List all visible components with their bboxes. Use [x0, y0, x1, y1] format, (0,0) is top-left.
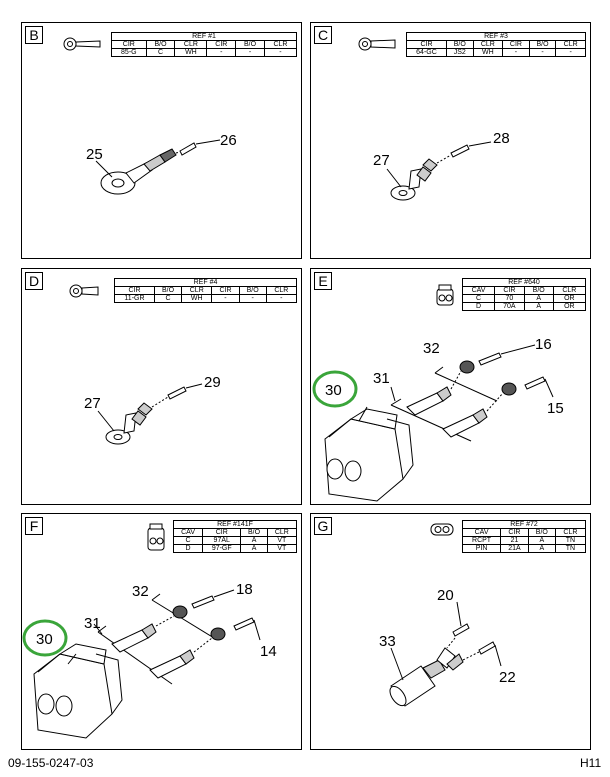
- table-cell: WH: [174, 48, 208, 57]
- ref-table: REF #72 CAV CIR B/O CLR RCPT 21 A TN PIN…: [461, 520, 587, 553]
- table-cell: D: [461, 302, 496, 311]
- callout-33: 33: [379, 633, 396, 650]
- table-cell: -: [555, 48, 586, 57]
- sheet-id: H11: [580, 756, 602, 770]
- ring-terminal-diagram: 25 26: [86, 132, 237, 195]
- table-cell: A: [240, 544, 268, 553]
- callout-30: 30: [325, 382, 342, 399]
- callout-29: 29: [204, 374, 221, 391]
- callout-14: 14: [260, 643, 277, 660]
- table-cell: -: [265, 294, 298, 303]
- table-cell: -: [211, 294, 240, 303]
- panel-letter: B: [25, 26, 43, 44]
- ref-table: REF #4 CIR B/O CLR CIR B/O CLR 11-GR C W…: [114, 278, 298, 303]
- panel-d: D REF #4 CIR B/O CLR CIR B/O CLR 11-GR C…: [21, 268, 302, 505]
- callout-27: 27: [84, 395, 101, 412]
- table-cell: TN: [554, 544, 587, 553]
- callout-32: 32: [423, 340, 440, 357]
- panel-letter: D: [25, 272, 43, 290]
- ring-terminal-icon: [69, 284, 99, 298]
- panel-letter: C: [314, 26, 332, 44]
- callout-31: 31: [84, 615, 101, 632]
- table-cell: 64-GC: [406, 48, 447, 57]
- panel-letter: G: [314, 517, 332, 535]
- callout-30: 30: [36, 631, 53, 648]
- highlight-circle: [22, 619, 68, 657]
- panel-g: G REF #72 CAV CIR B/O CLR RCPT 21 A TN P…: [310, 513, 591, 750]
- callout-25: 25: [86, 146, 103, 163]
- table-cell: WH: [472, 48, 504, 57]
- callout-22: 22: [499, 669, 516, 686]
- ref-table: REF #141F CAV CIR B/O CLR C 97AL A VT D …: [172, 520, 298, 553]
- callout-31: 31: [373, 370, 390, 387]
- ref-table: REF #3 CIR B/O CLR CIR B/O CLR 64-GC JS2…: [406, 32, 586, 57]
- document-number: 09-155-0247-03: [8, 756, 94, 770]
- table-cell: OR: [552, 302, 587, 311]
- panel-b: B REF #1 CIR B/O CLR CIR B/O CLR 85-G C …: [21, 22, 302, 259]
- table-cell: PIN: [461, 544, 502, 553]
- ring-terminal-icon: [358, 37, 396, 51]
- table-cell: -: [263, 48, 298, 57]
- table-cell: WH: [181, 294, 213, 303]
- connector-assembly-diagram: 30 31 32 16 15: [312, 336, 564, 502]
- callout-28: 28: [493, 130, 510, 147]
- ring-terminal-icon: [63, 37, 101, 51]
- two-cavity-connector-icon: [147, 523, 165, 551]
- receptacle-terminal-diagram: 20 33 22: [379, 587, 516, 707]
- flag-terminal-diagram: 27 29: [84, 374, 221, 445]
- ref-table: REF #1 CIR B/O CLR CIR B/O CLR 85-G C WH…: [111, 32, 298, 57]
- ref-table: REF #640 CAV CIR B/O CLR C 70 A OR D 70A…: [461, 278, 587, 311]
- connector-assembly-diagram: 30 31 32 18 14: [22, 581, 277, 739]
- highlight-circle: [312, 370, 358, 408]
- callout-18: 18: [236, 581, 253, 598]
- panel-f: F REF #141F CAV CIR B/O CLR C 97AL A VT …: [21, 513, 302, 750]
- two-cavity-connector-icon: [430, 523, 454, 536]
- panel-letter: E: [314, 272, 332, 290]
- callout-15: 15: [547, 400, 564, 417]
- table-cell: VT: [266, 544, 298, 553]
- two-cavity-connector-icon: [436, 284, 454, 306]
- flag-terminal-diagram: 27 28: [373, 130, 510, 201]
- panel-c: C REF #3 CIR B/O CLR CIR B/O CLR 64-GC J…: [310, 22, 591, 259]
- callout-26: 26: [220, 132, 237, 149]
- callout-20: 20: [437, 587, 454, 604]
- callout-32: 32: [132, 583, 149, 600]
- panel-e: E REF #640 CAV CIR B/O CLR C 70 A OR D 7…: [310, 268, 591, 505]
- callout-16: 16: [535, 336, 552, 353]
- callout-27: 27: [373, 152, 390, 169]
- panel-letter: F: [25, 517, 43, 535]
